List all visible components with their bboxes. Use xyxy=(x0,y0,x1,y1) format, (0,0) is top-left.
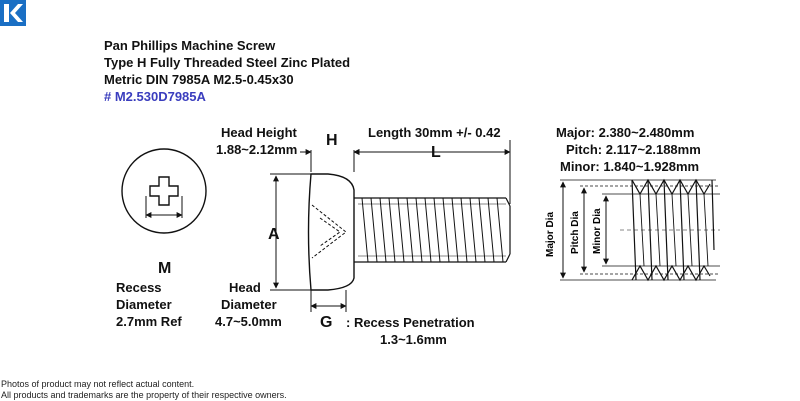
major-spec: Major: 2.380~2.480mm xyxy=(556,125,695,140)
brand-logo xyxy=(0,0,26,26)
recess-penetration-title: : Recess Penetration xyxy=(346,315,475,330)
recess-penetration-value: 1.3~1.6mm xyxy=(380,332,447,347)
m-dimension-letter: M xyxy=(158,260,172,277)
product-title-block: Pan Phillips Machine Screw Type H Fully … xyxy=(104,37,350,105)
head-top-view xyxy=(121,148,207,234)
h-dimension-letter: H xyxy=(326,132,338,149)
dimension-lines xyxy=(270,140,511,312)
product-name: Pan Phillips Machine Screw xyxy=(104,38,276,53)
footer-disclaimer: Photos of product may not reflect actual… xyxy=(1,379,287,401)
head-height-value: 1.88~2.12mm xyxy=(216,142,298,157)
minor-dia-label: Minor Dia xyxy=(592,208,603,254)
recess-label-line2: Diameter xyxy=(116,297,172,312)
head-diameter-line2: Diameter xyxy=(221,297,277,312)
head-diameter-value: 4.7~5.0mm xyxy=(215,314,282,329)
thread-detail: Major Dia Pitch Dia Minor Dia xyxy=(545,178,720,282)
pitch-dia-label: Pitch Dia xyxy=(570,211,581,254)
product-spec: Metric DIN 7985A M2.5-0.45x30 xyxy=(104,72,294,87)
footer-line2: All products and trademarks are the prop… xyxy=(1,390,287,400)
logo-k-icon xyxy=(0,0,26,26)
footer-line1: Photos of product may not reflect actual… xyxy=(1,379,195,389)
recess-label-line1: Recess xyxy=(116,280,162,295)
recess-value: 2.7mm Ref xyxy=(116,314,182,329)
head-diameter-line1: Head xyxy=(229,280,261,295)
length-title: Length 30mm +/- 0.42 xyxy=(368,125,501,140)
minor-spec: Minor: 1.840~1.928mm xyxy=(560,159,700,174)
screw-side-view xyxy=(307,173,511,291)
phillips-recess-icon xyxy=(149,176,179,206)
head-height-title: Head Height xyxy=(221,125,297,140)
a-dimension-letter: A xyxy=(268,226,280,243)
g-dimension-letter: G xyxy=(320,314,333,331)
major-dia-label: Major Dia xyxy=(545,212,556,257)
product-sku: # M2.530D7985A xyxy=(104,89,206,104)
pitch-spec: Pitch: 2.117~2.188mm xyxy=(566,142,701,157)
product-type: Type H Fully Threaded Steel Zinc Plated xyxy=(104,55,351,70)
l-dimension-letter: L xyxy=(431,144,441,161)
